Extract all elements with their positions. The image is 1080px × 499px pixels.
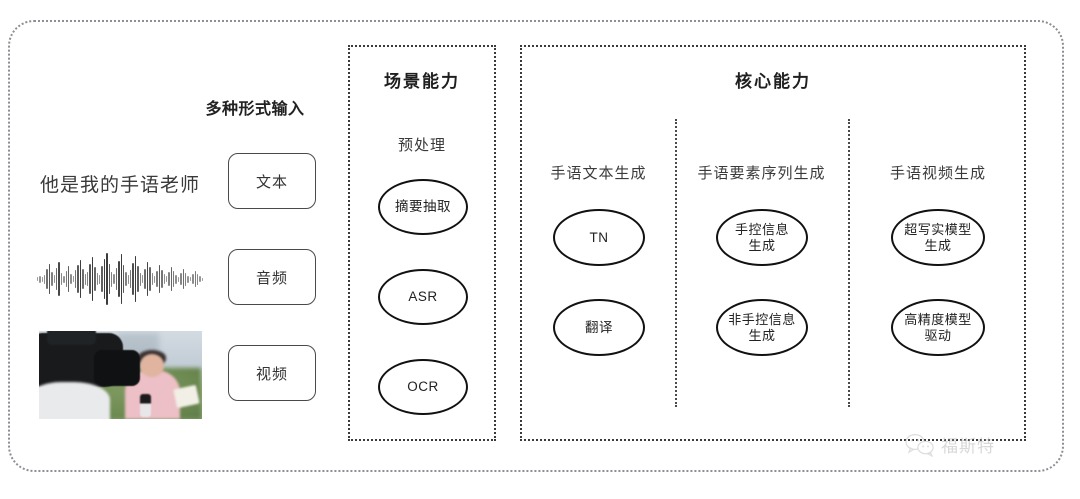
video-thumbnail (38, 331, 202, 419)
node-nonmanual-info-generation[interactable]: 非手控信息生成 (716, 299, 808, 356)
watermark-text: 福斯特 (941, 437, 995, 456)
node-tn[interactable]: TN (553, 209, 645, 266)
outer-dotted-frame (8, 20, 1064, 472)
thumb-camera-lens (93, 350, 140, 386)
node-translation[interactable]: 翻译 (553, 299, 645, 356)
core-divider-2 (848, 119, 850, 407)
node-asr[interactable]: ASR (378, 269, 468, 325)
core-column-3-subtitle: 手语视频生成 (889, 165, 986, 182)
input-button-video[interactable]: 视频 (228, 345, 316, 401)
core-panel-title: 核心能力 (735, 72, 811, 91)
thumb-camera-hood (46, 331, 96, 346)
core-divider-1 (675, 119, 677, 407)
audio-waveform-slot (30, 233, 210, 325)
thumb-reporter-head (139, 353, 164, 377)
core-column-sign-video-generation: 手语视频生成 超写实模型生成 高精度模型驱动 (848, 47, 1028, 439)
core-column-1-subtitle: 手语文本生成 (550, 165, 647, 182)
node-highprecision-model-driving[interactable]: 高精度模型驱动 (891, 299, 985, 356)
thumb-camera-operator (38, 382, 111, 419)
node-photoreal-model-generation[interactable]: 超写实模型生成 (891, 209, 985, 266)
scene-capability-panel: 场景能力 预处理 摘要抽取 ASR OCR (348, 45, 496, 441)
watermark: 福斯特 (905, 432, 995, 457)
wechat-icon (905, 433, 934, 457)
input-row-video: 视频 (30, 329, 330, 421)
core-column-sign-element-sequence: 手语要素序列生成 手控信息生成 非手控信息生成 (675, 47, 848, 439)
core-capability-panel: 核心能力 手语文本生成 TN 翻译 手语要素序列生成 手控信息生成 非手控信息生… (520, 45, 1026, 441)
node-abstract-extraction[interactable]: 摘要抽取 (378, 179, 468, 235)
input-modalities-section: 多种形式输入 他是我的手语老师 文本 音频 (30, 95, 330, 425)
audio-waveform (36, 251, 204, 307)
node-ocr[interactable]: OCR (378, 359, 468, 415)
text-sample-slot: 他是我的手语老师 (30, 137, 210, 229)
input-row-audio: 音频 (30, 233, 330, 325)
input-row-text: 他是我的手语老师 文本 (30, 137, 330, 229)
core-column-2-subtitle: 手语要素序列生成 (697, 165, 826, 182)
input-button-audio[interactable]: 音频 (228, 249, 316, 305)
core-column-sign-text-generation: 手语文本生成 TN 翻译 (522, 47, 675, 439)
node-manual-info-generation[interactable]: 手控信息生成 (716, 209, 808, 266)
multi-input-heading: 多种形式输入 (205, 101, 305, 118)
scene-panel-subtitle: 预处理 (397, 137, 446, 154)
scene-panel-title: 场景能力 (384, 72, 460, 91)
thumb-microphone (139, 394, 151, 418)
text-sample: 他是我的手语老师 (39, 174, 200, 196)
input-button-text[interactable]: 文本 (228, 153, 316, 209)
video-thumbnail-slot (30, 329, 210, 421)
